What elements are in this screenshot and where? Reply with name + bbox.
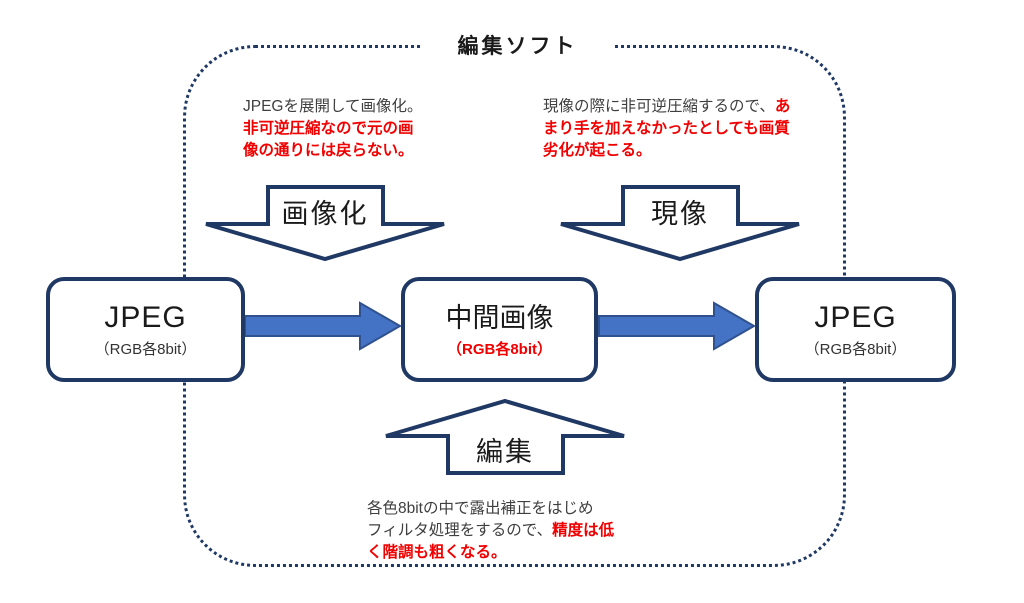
annotation-imagize-line2: 非可逆圧縮なので元の画 bbox=[243, 120, 414, 137]
annotation-imagize: JPEGを展開して画像化。 非可逆圧縮なので元の画 像の通りには戻らない。 bbox=[243, 96, 423, 162]
annotation-develop-line1: 現像の際に非可逆圧縮するので、 bbox=[543, 98, 775, 115]
annotation-edit-line1: 各色8bitの中で露出補正をはじめ bbox=[367, 500, 594, 517]
annotation-develop-line1-red: あ bbox=[774, 98, 791, 115]
up-arrow-edit-icon bbox=[385, 398, 625, 475]
annotation-imagize-line3: 像の通りには戻らない。 bbox=[243, 142, 414, 159]
arrow-label-edit: 編集 bbox=[476, 437, 534, 467]
node-intermediate-image: 中間画像 （RGB各8bit） bbox=[401, 277, 598, 382]
down-arrow-develop-icon bbox=[560, 185, 800, 262]
node-intermediate-sub: （RGB各8bit） bbox=[446, 340, 552, 358]
frame-title: 編集ソフト bbox=[420, 28, 615, 62]
annotation-develop-line2: まり手を加えなかったとしても画質 bbox=[543, 120, 790, 137]
arrow-label-develop: 現像 bbox=[651, 199, 709, 229]
node-jpeg-source-sub: （RGB各8bit） bbox=[94, 340, 197, 358]
arrow-label-imagize: 画像化 bbox=[281, 199, 369, 229]
annotation-imagize-line1: JPEGを展開して画像化。 bbox=[243, 98, 423, 115]
annotation-edit-line2-red: 精度は低 bbox=[552, 522, 615, 539]
annotation-develop-line3: 劣化が起こる。 bbox=[543, 142, 652, 159]
annotation-edit-line2: フィルタ処理をするので、 bbox=[367, 522, 553, 539]
flow-arrow-middle-to-right-icon bbox=[598, 301, 756, 351]
annotation-edit-line3: く階調も粗くなる。 bbox=[367, 544, 507, 561]
node-jpeg-source: JPEG （RGB各8bit） bbox=[46, 277, 245, 382]
node-intermediate-label: 中間画像 bbox=[445, 302, 554, 333]
node-jpeg-output: JPEG （RGB各8bit） bbox=[755, 277, 956, 382]
node-jpeg-output-label: JPEG bbox=[814, 300, 897, 334]
node-jpeg-output-sub: （RGB各8bit） bbox=[804, 340, 907, 358]
annotation-develop: 現像の際に非可逆圧縮するので、あ まり手を加えなかったとしても画質 劣化が起こる… bbox=[543, 96, 790, 162]
annotation-edit: 各色8bitの中で露出補正をはじめ フィルタ処理をするので、精度は低 く階調も粗… bbox=[367, 498, 614, 564]
node-jpeg-source-label: JPEG bbox=[104, 300, 187, 334]
flow-arrow-left-to-middle-icon bbox=[244, 301, 402, 351]
down-arrow-imagize-icon bbox=[205, 185, 445, 262]
